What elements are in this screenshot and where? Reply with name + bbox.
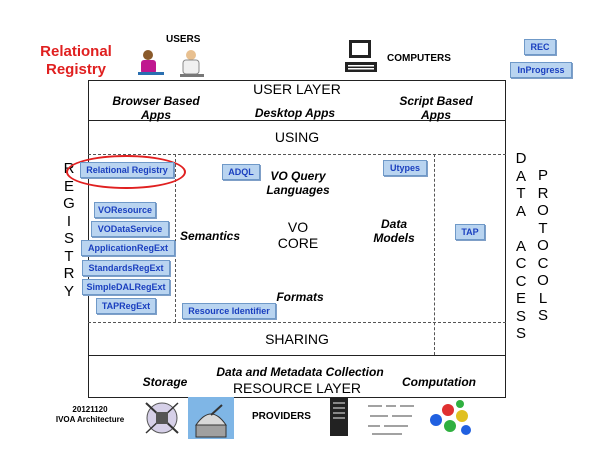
user-layer-label: USER LAYER (253, 81, 341, 97)
resource-layer-divider (88, 355, 506, 356)
semantics-label: Semantics (179, 229, 241, 243)
protocols-letter: O (537, 272, 549, 289)
vo-core-label: VO CORE (277, 219, 319, 251)
storage-label: Storage (142, 375, 188, 389)
tapregext-box: TAPRegExt (96, 298, 156, 314)
protocols-letter: O (537, 237, 549, 254)
molecule-icon (430, 400, 471, 435)
registry-letter: Y (63, 282, 74, 300)
registry-vertical-label: R E G I S T R Y (62, 160, 76, 300)
registry-letter: S (63, 230, 74, 247)
formula-icon (366, 398, 418, 438)
architecture-frame (88, 80, 506, 398)
registry-letter: E (63, 177, 74, 195)
formats-label: Formats (276, 290, 324, 304)
protocols-letter: R (537, 184, 549, 202)
browser-apps-label: Browser Based Apps (112, 94, 200, 122)
data-collection-label: Data and Metadata Collection (216, 365, 384, 379)
computation-label: Computation (402, 375, 476, 389)
footer-info: 20121120 IVOA Architecture (46, 405, 134, 425)
protocols-letter: P (537, 167, 548, 184)
standardsregext-box: StandardsRegExt (82, 260, 170, 276)
server-icon (330, 398, 348, 436)
protocols-column-divider (434, 154, 435, 355)
registry-letter: T (64, 247, 74, 265)
data-access-letter: C (515, 255, 527, 272)
voresource-box: VOResource (94, 202, 156, 218)
tap-box: TAP (455, 224, 485, 240)
using-label: USING (274, 129, 320, 145)
resource-identifier-box: Resource Identifier (182, 303, 276, 319)
user-layer-divider (88, 120, 506, 121)
users-icon (138, 50, 204, 77)
registry-letter: G (63, 195, 75, 212)
legend-rec: REC (524, 39, 556, 55)
observatory-icon (188, 397, 234, 439)
resource-layer-label: RESOURCE LAYER (232, 380, 362, 396)
footer-date: 20121120 (72, 405, 108, 414)
data-access-letter (514, 220, 528, 238)
providers-label: PROVIDERS (252, 411, 311, 422)
data-access-letter: S (515, 307, 526, 325)
data-access-letter: C (515, 272, 527, 290)
data-access-letter: D (515, 150, 527, 167)
computers-label: COMPUTERS (387, 53, 451, 64)
protocols-letter: C (537, 254, 549, 272)
using-divider (88, 154, 506, 155)
protocols-vertical-label: P R O T O C O L S (536, 167, 550, 325)
relational-registry-box: Relational Registry (80, 162, 174, 178)
sharing-divider (88, 322, 506, 323)
script-apps-label: Script Based Apps (399, 94, 473, 122)
data-access-letter: A (515, 167, 526, 185)
data-access-letter: A (515, 237, 526, 255)
utypes-box: Utypes (383, 160, 427, 176)
footer-doc: IVOA Architecture (55, 415, 125, 424)
data-models-label: Data Models (373, 217, 415, 245)
sharing-label: SHARING (265, 331, 329, 347)
protocols-letter: L (538, 289, 548, 307)
desktop-apps-label: Desktop Apps (254, 106, 336, 120)
applicationregext-box: ApplicationRegExt (81, 240, 175, 256)
simpledalregext-box: SimpleDALRegExt (82, 279, 170, 295)
data-access-letter: S (515, 325, 526, 342)
computer-icon (345, 40, 377, 72)
vo-query-languages-label: VO Query Languages (266, 169, 330, 197)
satellite-icon (145, 402, 179, 434)
page-title: Relational Registry (28, 43, 124, 79)
protocols-letter: T (538, 219, 548, 237)
vodataservice-box: VODataService (91, 221, 169, 237)
adql-box: ADQL (222, 164, 260, 180)
registry-letter: I (66, 212, 72, 230)
registry-column-divider (175, 154, 176, 322)
registry-letter: R (63, 265, 75, 282)
relational-registry-highlight (66, 155, 186, 189)
data-access-letter: E (515, 290, 526, 307)
data-access-letter: T (516, 185, 526, 202)
protocols-letter: O (537, 202, 549, 219)
title-line-1: Relational (40, 43, 112, 60)
data-access-vertical-label: D A T A A C C E S S (514, 150, 528, 343)
legend-in-progress: InProgress (510, 62, 572, 78)
protocols-letter: S (537, 307, 548, 324)
users-label: USERS (166, 34, 201, 45)
data-access-letter: A (515, 202, 526, 220)
title-line-2: Registry (45, 61, 107, 78)
